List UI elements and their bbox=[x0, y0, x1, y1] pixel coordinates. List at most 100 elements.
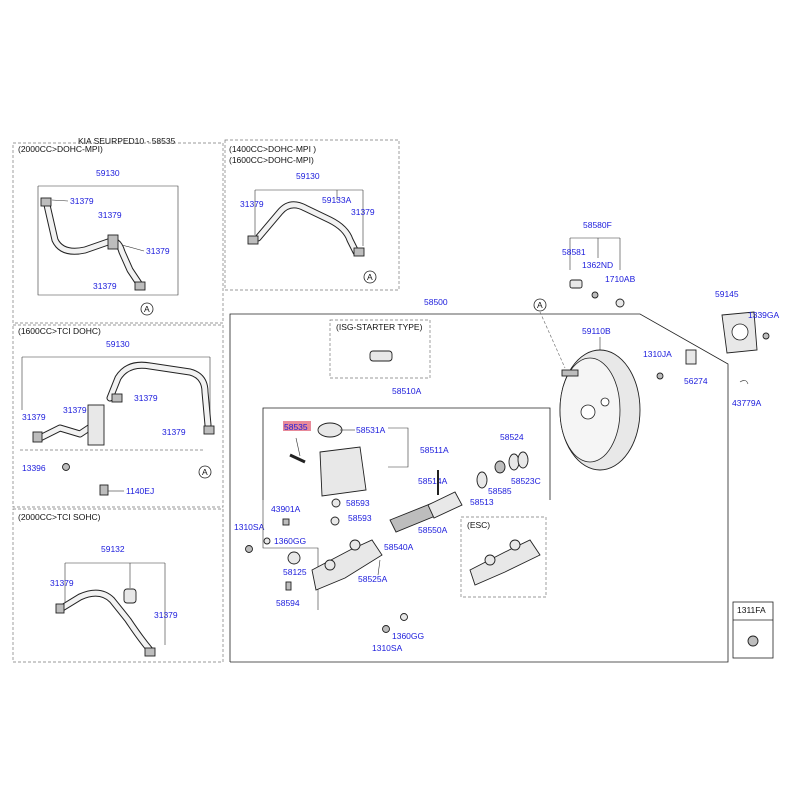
section-title-1600cc-tci-dohc: (1600CC>TCI DOHC) bbox=[18, 326, 101, 336]
washer-icon bbox=[615, 298, 625, 308]
part-58540a[interactable]: 58540A bbox=[384, 542, 414, 552]
part-59130-s3[interactable]: 59130 bbox=[106, 339, 130, 349]
part-58593[interactable]: 58593 bbox=[348, 513, 372, 523]
reservoir-icon bbox=[319, 446, 367, 497]
part-58523c[interactable]: 58523C bbox=[511, 476, 541, 486]
part-1311fa[interactable]: 1311FA bbox=[737, 605, 766, 615]
clip-icon bbox=[353, 247, 365, 257]
part-31379[interactable]: 31379 bbox=[154, 610, 178, 620]
part-1360gg[interactable]: 1360GG bbox=[274, 536, 306, 546]
part-59132[interactable]: 59132 bbox=[101, 544, 125, 554]
part-1360gg-b[interactable]: 1360GG bbox=[392, 631, 424, 641]
section-2000cc-dohc-mpi bbox=[12, 142, 224, 324]
part-56274[interactable]: 56274 bbox=[684, 376, 708, 386]
bracket-icon bbox=[282, 518, 290, 526]
part-31379[interactable]: 31379 bbox=[351, 207, 375, 217]
part-31379[interactable]: 31379 bbox=[50, 578, 74, 588]
nut-icon bbox=[245, 545, 253, 553]
clip-icon bbox=[134, 281, 146, 291]
clip-icon bbox=[739, 380, 749, 385]
part-31379-right[interactable]: 31379 bbox=[162, 427, 186, 437]
ref-a-s1: A bbox=[144, 304, 150, 314]
reservoir-assembly-box bbox=[262, 407, 551, 500]
part-13396[interactable]: 13396 bbox=[22, 463, 46, 473]
part-58513[interactable]: 58513 bbox=[470, 497, 494, 507]
master-cylinder-icon bbox=[311, 539, 383, 591]
part-31379[interactable]: 31379 bbox=[93, 281, 117, 291]
part-58125[interactable]: 58125 bbox=[283, 567, 307, 577]
part-58580f[interactable]: 58580F bbox=[583, 220, 612, 230]
nut-icon bbox=[656, 372, 664, 380]
part-59130-s2[interactable]: 59130 bbox=[296, 171, 320, 181]
washer-icon bbox=[263, 537, 271, 545]
part-31379[interactable]: 31379 bbox=[63, 405, 87, 415]
part-31379[interactable]: 31379 bbox=[134, 393, 158, 403]
part-58535[interactable]: 58535 bbox=[284, 422, 308, 432]
part-58524[interactable]: 58524 bbox=[500, 432, 524, 442]
part-58531a[interactable]: 58531A bbox=[356, 425, 386, 435]
part-1710ab[interactable]: 1710AB bbox=[605, 274, 636, 284]
plug-icon bbox=[287, 551, 301, 565]
nut-icon bbox=[762, 332, 770, 340]
section-title-line2: (1600CC>DOHC-MPI) bbox=[229, 155, 314, 165]
part-43901a[interactable]: 43901A bbox=[271, 504, 301, 514]
part-58550a[interactable]: 58550A bbox=[418, 525, 448, 535]
section-2000cc-tci-sohc bbox=[12, 508, 224, 663]
part-1310sa[interactable]: 1310SA bbox=[234, 522, 265, 532]
part-58511a[interactable]: 58511A bbox=[420, 445, 449, 455]
part-31379[interactable]: 31379 bbox=[240, 199, 264, 209]
part-1310ja[interactable]: 1310JA bbox=[643, 349, 672, 359]
clip-icon bbox=[247, 235, 259, 245]
part-1140ej[interactable]: 1140EJ bbox=[126, 486, 154, 496]
clip-icon bbox=[55, 603, 65, 614]
clip-icon bbox=[32, 431, 43, 443]
part-1310sa-b[interactable]: 1310SA bbox=[372, 643, 403, 653]
nut-icon bbox=[382, 625, 390, 633]
nut-icon bbox=[62, 463, 70, 471]
ref-a-circle bbox=[198, 465, 212, 479]
isg-starter-type-box bbox=[329, 319, 431, 379]
diagram-caption: KIA SEURPED10 - 58535 bbox=[78, 136, 176, 146]
clip-icon bbox=[40, 197, 52, 207]
part-59145[interactable]: 59145 bbox=[715, 289, 739, 299]
part-1362nd[interactable]: 1362ND bbox=[582, 260, 613, 270]
gasket-ring-icon bbox=[517, 451, 529, 469]
part-58593[interactable]: 58593 bbox=[346, 498, 370, 508]
part-58510a[interactable]: 58510A bbox=[392, 386, 422, 396]
esc-master-cylinder-icon bbox=[469, 539, 541, 586]
ref-a-circle bbox=[140, 302, 154, 316]
oring-icon bbox=[476, 471, 488, 489]
part-59133a[interactable]: 59133A bbox=[322, 195, 352, 205]
section-title-2000cc-dohc-mpi: (2000CC>DOHC-MPI) bbox=[18, 144, 103, 154]
ref-a-circle bbox=[533, 298, 547, 312]
clip-icon bbox=[107, 234, 119, 250]
clip-icon bbox=[111, 393, 123, 403]
clip-icon bbox=[591, 291, 599, 299]
ref-a-circle bbox=[363, 270, 377, 284]
bracket-icon bbox=[685, 349, 697, 365]
screw-icon bbox=[285, 581, 292, 591]
main-assembly-frame bbox=[229, 313, 729, 663]
part-58585[interactable]: 58585 bbox=[488, 486, 512, 496]
part-31379[interactable]: 31379 bbox=[70, 196, 94, 206]
ref-a-s3: A bbox=[202, 467, 208, 477]
part-1339ga[interactable]: 1339GA bbox=[748, 310, 780, 320]
part-43779a[interactable]: 43779A bbox=[732, 398, 762, 408]
part-31379[interactable]: 31379 bbox=[98, 210, 122, 220]
part-58581[interactable]: 58581 bbox=[562, 247, 586, 257]
part-59130-s1[interactable]: 59130 bbox=[96, 168, 120, 178]
part-59110b[interactable]: 59110B bbox=[582, 326, 611, 336]
part-58500[interactable]: 58500 bbox=[424, 297, 448, 307]
sensor-icon bbox=[369, 350, 393, 362]
bolt-icon bbox=[99, 484, 109, 496]
part-58594[interactable]: 58594 bbox=[276, 598, 300, 608]
part-58514a[interactable]: 58514A bbox=[418, 476, 448, 486]
part-box-1311fa bbox=[732, 601, 774, 659]
ref-a-main: A bbox=[537, 300, 543, 310]
part-31379[interactable]: 31379 bbox=[22, 412, 46, 422]
part-31379[interactable]: 31379 bbox=[146, 246, 170, 256]
esc-box bbox=[460, 516, 547, 598]
part-58525a[interactable]: 58525A bbox=[358, 574, 388, 584]
assembly-bracket-s1 bbox=[37, 185, 179, 296]
